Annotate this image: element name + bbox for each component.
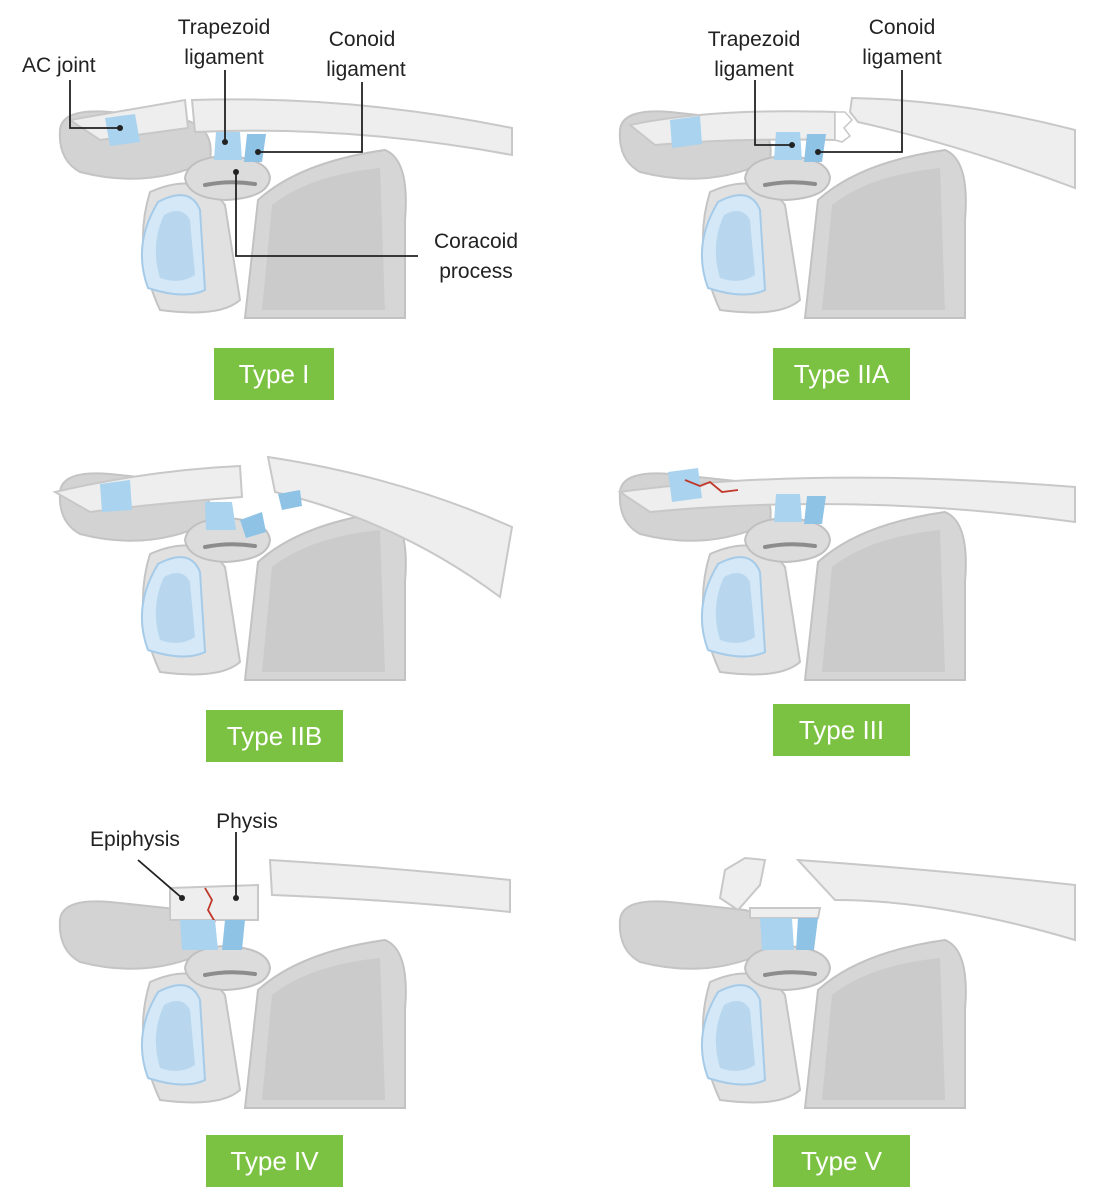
clavicle [266, 455, 514, 599]
label-coracoid-1: Coracoid [434, 230, 518, 253]
clavicle [617, 476, 1076, 524]
label-conoid-2: ligament [326, 58, 406, 81]
panel-type-iv: Epiphysis Physis Type IV [0, 790, 547, 1190]
trapezoid-ligament [180, 920, 218, 950]
badge-type-iib: Type IIB [206, 710, 343, 762]
label-physis: Physis [216, 810, 278, 833]
badge-type-v: Type V [773, 1135, 910, 1187]
label-trapezoid-2: ligament [184, 46, 264, 69]
badge-type-iia: Type IIA [773, 348, 910, 400]
label-conoid-2: ligament [862, 46, 942, 69]
trapezoid-ligament [760, 918, 794, 950]
epiphysis-fragment [169, 883, 259, 921]
panel-type-iii: Type III [560, 362, 1094, 762]
label-trapezoid-1: Trapezoid [708, 28, 801, 51]
label-trapezoid-1: Trapezoid [178, 16, 271, 39]
conoid-ligament [796, 918, 818, 950]
clavicle [795, 858, 1076, 942]
panel-type-i: AC joint Trapezoid ligament Conoid ligam… [0, 0, 547, 400]
panel-type-v: Type V [560, 790, 1094, 1190]
ac-joint-capsule [670, 116, 702, 148]
physis-fracture-line [204, 887, 216, 923]
label-conoid-1: Conoid [869, 16, 936, 39]
badge-type-i: Type I [214, 348, 334, 400]
trapezoid-ligament [205, 502, 236, 530]
clavicle [190, 98, 513, 157]
label-epiphysis: Epiphysis [90, 828, 180, 851]
label-conoid-1: Conoid [329, 28, 396, 51]
ac-joint-capsule [668, 468, 702, 502]
ac-joint-capsule [105, 114, 140, 146]
clavicle [268, 858, 511, 914]
label-ac-joint: AC joint [22, 54, 96, 77]
fracture-line [684, 479, 739, 493]
clavicle-fragment-distal [718, 856, 767, 912]
label-coracoid-2: process [439, 260, 513, 283]
clavicle-fragment-sleeve [749, 907, 822, 919]
conoid-ligament-torn [240, 512, 266, 538]
badge-type-iii: Type III [773, 704, 910, 756]
conoid-ligament [222, 920, 245, 950]
label-trapezoid-2: ligament [714, 58, 794, 81]
panel-type-iia: Trapezoid ligament Conoid ligament Type … [560, 0, 1094, 400]
panel-type-iib: Type IIB [0, 362, 547, 762]
conoid-ligament-stump [278, 490, 302, 510]
badge-type-iv: Type IV [206, 1135, 343, 1187]
ac-joint-capsule [100, 480, 132, 512]
clavicle [848, 96, 1076, 190]
